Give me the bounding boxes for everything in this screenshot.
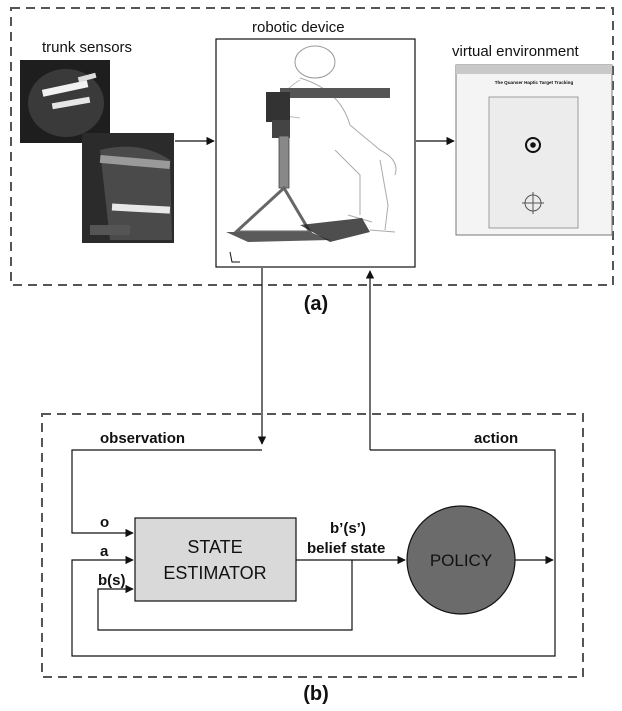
belief-state-label: belief state <box>307 540 385 557</box>
policy-node <box>406 505 516 615</box>
trunk-sensor-photo-top <box>20 60 110 143</box>
action-feedback-line <box>71 555 556 657</box>
panel-a-caption: (a) <box>304 293 328 315</box>
trunk-sensors-label: trunk sensors <box>42 39 132 56</box>
input-a-label: a <box>100 543 109 560</box>
belief-feedback-line <box>97 560 353 631</box>
input-o-label: o <box>100 514 109 531</box>
virtual-environment-label: virtual environment <box>452 43 580 60</box>
state-estimator-line2: ESTIMATOR <box>163 563 266 583</box>
panel-b-caption: (b) <box>303 683 329 705</box>
ve-window-title: The Quanser Haptic Target Tracking <box>495 80 574 85</box>
virtual-environment-window: The Quanser Haptic Target Tracking <box>455 64 613 236</box>
input-bs-label: b(s) <box>98 572 126 589</box>
output-bprime-label: b’(s’) <box>330 520 366 537</box>
trunk-sensor-photo-bottom <box>82 133 174 243</box>
robotic-device-image <box>215 38 416 268</box>
observation-line <box>71 449 262 538</box>
ve-target-icon <box>525 137 541 153</box>
policy-label: POLICY <box>430 551 492 570</box>
panel-a-frame <box>10 7 614 286</box>
state-estimator-line1: STATE <box>187 537 242 557</box>
action-label: action <box>474 430 518 447</box>
action-loop-line <box>370 449 556 560</box>
state-estimator-box <box>134 517 297 602</box>
robotic-device-label: robotic device <box>252 19 345 36</box>
panel-b-frame <box>41 413 584 678</box>
observation-label: observation <box>100 430 185 447</box>
